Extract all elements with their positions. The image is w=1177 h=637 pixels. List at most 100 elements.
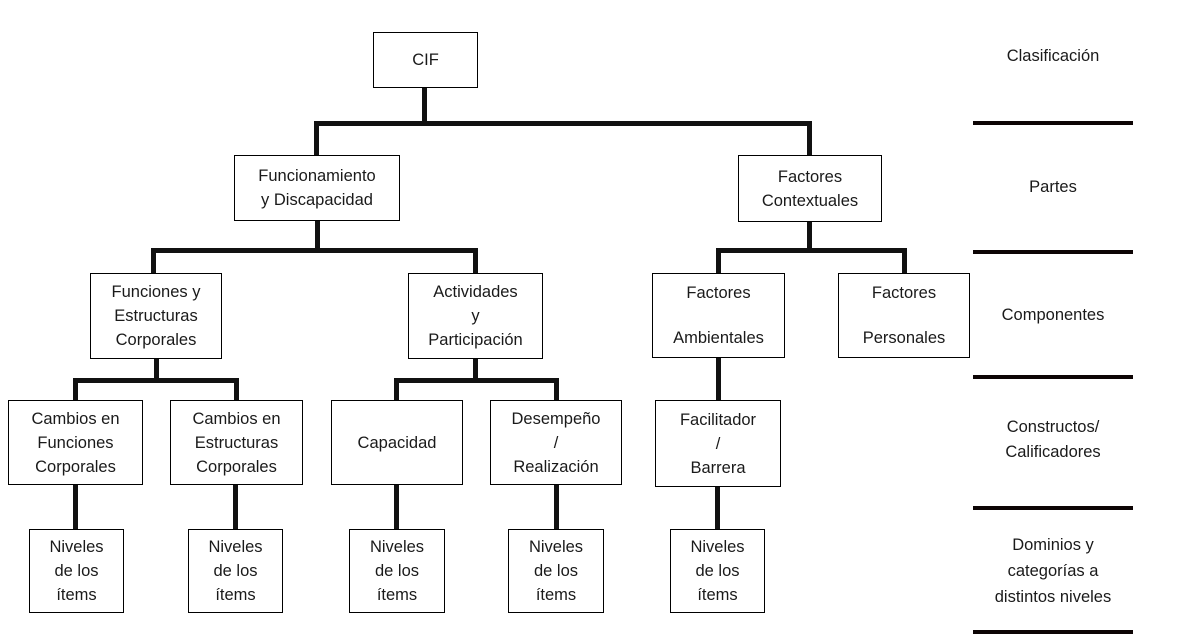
- connector-line: [394, 378, 559, 383]
- node-label: y: [471, 307, 480, 325]
- node-label: Capacidad: [357, 433, 437, 452]
- node-label: Niveles: [49, 538, 104, 556]
- connector-line: [807, 222, 812, 251]
- node-label: Estructuras: [194, 433, 279, 452]
- node-cif: CIF: [373, 32, 478, 88]
- node-label: Corporales: [35, 457, 116, 476]
- node-label: Personales: [862, 329, 946, 347]
- node-label: ítems: [56, 586, 97, 604]
- node-niveles-items-4: Niveles de los ítems: [508, 529, 604, 613]
- node-capacidad: Capacidad: [331, 400, 463, 485]
- connector-line: [473, 359, 478, 380]
- connector-line: [154, 359, 159, 380]
- node-label: /: [553, 433, 559, 452]
- node-label: Cambios en: [31, 409, 120, 428]
- node-label: ítems: [376, 586, 418, 604]
- row-divider: [973, 506, 1133, 510]
- node-label: Factores: [777, 167, 843, 186]
- connector-line: [716, 248, 721, 273]
- connector-line: [73, 378, 78, 400]
- row-divider: [973, 630, 1133, 634]
- node-label: Corporales: [115, 331, 197, 349]
- node-label: Ambientales: [673, 329, 764, 347]
- connector-line: [807, 121, 812, 155]
- row-label-text: Constructos/: [1006, 418, 1100, 436]
- node-label: Realización: [513, 457, 599, 476]
- node-label: de los: [695, 562, 740, 580]
- node-label: Niveles: [528, 538, 584, 556]
- node-label: ítems: [215, 586, 256, 604]
- node-label: Niveles: [208, 538, 263, 556]
- node-factores-personales: Factores Personales: [838, 273, 970, 358]
- node-label: Contextuales: [761, 191, 859, 210]
- row-label-dominios-categorias: Dominios y categorías a distintos nivele…: [973, 532, 1133, 610]
- node-label: /: [715, 434, 721, 453]
- node-label: Funcionamiento: [258, 167, 376, 185]
- node-niveles-items-2: Niveles de los ítems: [188, 529, 283, 613]
- connector-line: [394, 378, 399, 400]
- node-label: Barrera: [690, 458, 746, 477]
- node-label: Actividades: [433, 283, 518, 301]
- connector-line: [315, 221, 320, 251]
- node-label: de los: [213, 562, 258, 580]
- node-funciones-y-estructuras-corporales: Funciones y Estructuras Corporales: [90, 273, 222, 359]
- row-label-componentes: Componentes: [973, 303, 1133, 328]
- node-label: Desempeño: [511, 409, 601, 428]
- row-divider: [973, 375, 1133, 379]
- connector-line: [902, 248, 907, 273]
- node-actividades-y-participacion: Actividades y Participación: [408, 273, 543, 359]
- connector-line: [422, 88, 427, 124]
- node-label: de los: [374, 562, 420, 580]
- node-label: Estructuras: [114, 307, 198, 325]
- node-label: Corporales: [196, 457, 277, 476]
- connector-line: [715, 487, 720, 529]
- node-label: CIF: [412, 51, 439, 69]
- connector-line: [233, 485, 238, 529]
- row-label-text: Componentes: [1001, 306, 1105, 324]
- node-label: de los: [54, 562, 99, 580]
- node-facilitador-barrera: Facilitador / Barrera: [655, 400, 781, 487]
- row-label-text: Calificadores: [1005, 443, 1101, 461]
- node-label: Factores: [871, 284, 937, 302]
- node-niveles-items-3: Niveles de los ítems: [349, 529, 445, 613]
- connector-line: [151, 248, 478, 253]
- connector-line: [73, 378, 239, 383]
- node-label: Funciones: [37, 433, 114, 452]
- node-funcionamiento-y-discapacidad: Funcionamiento y Discapacidad: [234, 155, 400, 221]
- connector-line: [716, 358, 721, 400]
- row-label-text: Dominios y: [1012, 536, 1094, 554]
- node-label: Niveles: [369, 538, 425, 556]
- node-label: Funciones y: [111, 283, 201, 301]
- connector-line: [73, 485, 78, 529]
- node-desempeno-realizacion: Desempeño / Realización: [490, 400, 622, 485]
- node-cambios-en-funciones-corporales: Cambios en Funciones Corporales: [8, 400, 143, 485]
- node-label: de los: [533, 562, 579, 580]
- row-label-text: Clasificación: [1006, 47, 1100, 65]
- row-label-constructos-calificadores: Constructos/ Calificadores: [973, 415, 1133, 465]
- node-label: y Discapacidad: [261, 191, 373, 209]
- row-label-clasificacion: Clasificación: [973, 44, 1133, 69]
- node-label: Cambios en: [192, 409, 281, 428]
- node-niveles-items-1: Niveles de los ítems: [29, 529, 124, 613]
- node-label: ítems: [697, 586, 738, 604]
- connector-line: [394, 485, 399, 529]
- row-label-text: distintos niveles: [994, 588, 1112, 606]
- row-divider: [973, 250, 1133, 254]
- connector-line: [314, 121, 812, 126]
- node-factores-ambientales: Factores Ambientales: [652, 273, 785, 358]
- connector-line: [473, 248, 478, 273]
- connector-line: [716, 248, 907, 253]
- node-factores-contextuales: Factores Contextuales: [738, 155, 882, 222]
- node-label: Niveles: [690, 538, 745, 556]
- row-divider: [973, 121, 1133, 125]
- row-label-partes: Partes: [973, 175, 1133, 200]
- row-label-text: Partes: [1029, 178, 1077, 196]
- node-label: Facilitador: [679, 410, 757, 429]
- connector-line: [234, 378, 239, 400]
- connector-line: [554, 378, 559, 400]
- node-label: Participación: [428, 331, 523, 349]
- node-label: ítems: [535, 586, 577, 604]
- connector-line: [314, 121, 319, 155]
- node-label: Factores: [686, 284, 751, 302]
